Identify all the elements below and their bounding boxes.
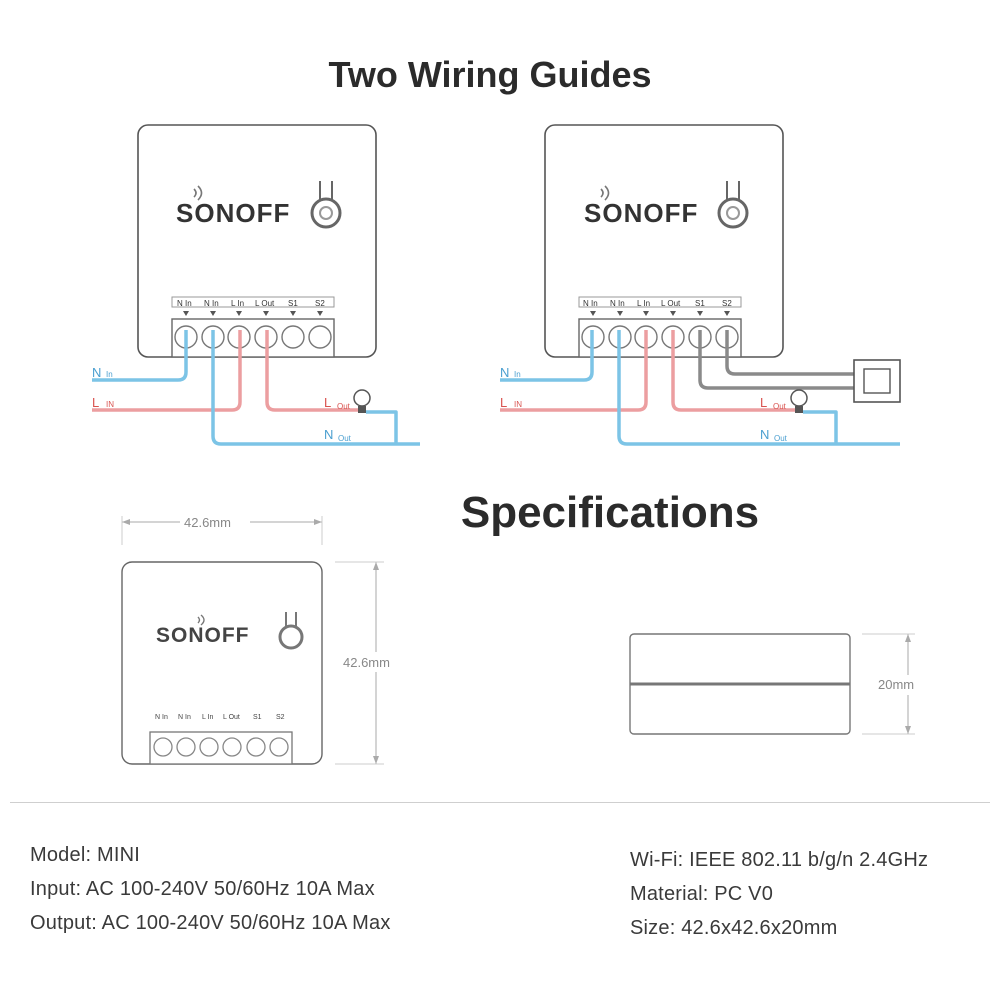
svg-text:N In: N In bbox=[155, 714, 168, 721]
spec-material: Material: PC V0 bbox=[630, 883, 774, 905]
wires-left bbox=[92, 330, 420, 446]
specs-right: Wi-Fi: IEEE 802.11 b/g/n 2.4GHz Material… bbox=[630, 843, 928, 945]
bulb-icon bbox=[790, 389, 808, 413]
svg-text:N: N bbox=[324, 427, 333, 442]
svg-text:IN: IN bbox=[106, 400, 114, 409]
svg-text:L: L bbox=[324, 395, 331, 410]
svg-text:42.6mm: 42.6mm bbox=[343, 655, 390, 670]
svg-text:Out: Out bbox=[774, 434, 788, 443]
wiring-guides-title: Two Wiring Guides bbox=[328, 54, 652, 95]
svg-text:N In: N In bbox=[178, 714, 191, 721]
terminal-labels-right: N In N In L In L Out S1 S2 bbox=[583, 299, 732, 308]
svg-text:N: N bbox=[760, 427, 769, 442]
wire-labels-left: N In L IN L Out N Out bbox=[92, 365, 352, 443]
device-left bbox=[136, 123, 378, 359]
svg-text:L Out: L Out bbox=[661, 299, 681, 308]
brand-logo-right: SONOFF bbox=[584, 198, 698, 228]
brand-logo-spec: SONOFF bbox=[156, 624, 250, 647]
svg-text:N: N bbox=[500, 365, 509, 380]
terminal-labels-spec: N In N In L In L Out S1 S2 bbox=[155, 714, 285, 721]
svg-text:L: L bbox=[500, 395, 507, 410]
spec-output: Output: AC 100-240V 50/60Hz 10A Max bbox=[30, 912, 391, 934]
svg-text:L: L bbox=[92, 395, 99, 410]
svg-text:L: L bbox=[760, 395, 767, 410]
svg-text:L In: L In bbox=[202, 714, 214, 721]
svg-text:S1: S1 bbox=[288, 299, 298, 308]
device-right bbox=[543, 123, 785, 359]
specifications-title: Specifications bbox=[460, 488, 760, 537]
dimension-width: 42.6mm bbox=[121, 512, 323, 545]
svg-text:L Out: L Out bbox=[255, 299, 275, 308]
wire-labels-right: N In L IN L Out N Out bbox=[500, 365, 788, 443]
bulb-icon bbox=[353, 389, 371, 413]
svg-text:In: In bbox=[514, 370, 521, 379]
svg-text:Out: Out bbox=[773, 402, 787, 411]
wall-switch-icon bbox=[853, 359, 901, 403]
svg-text:42.6mm: 42.6mm bbox=[184, 515, 231, 530]
spec-wifi: Wi-Fi: IEEE 802.11 b/g/n 2.4GHz bbox=[630, 849, 929, 871]
specs-left: Model: MINI Input: AC 100-240V 50/60Hz 1… bbox=[30, 838, 391, 940]
svg-text:S1: S1 bbox=[695, 299, 705, 308]
dimension-depth: 20mm bbox=[862, 633, 932, 735]
svg-text:S1: S1 bbox=[253, 714, 262, 721]
spec-model: Model: MINI bbox=[30, 844, 141, 866]
svg-text:N In: N In bbox=[204, 299, 219, 308]
svg-text:S2: S2 bbox=[722, 299, 732, 308]
svg-text:Out: Out bbox=[338, 434, 352, 443]
svg-text:N In: N In bbox=[610, 299, 625, 308]
svg-text:IN: IN bbox=[514, 400, 522, 409]
wires-right bbox=[500, 330, 900, 446]
svg-text:N In: N In bbox=[583, 299, 598, 308]
svg-text:S2: S2 bbox=[276, 714, 285, 721]
spec-size: Size: 42.6x42.6x20mm bbox=[630, 917, 838, 939]
divider bbox=[10, 802, 990, 803]
device-front-view bbox=[121, 561, 323, 765]
svg-text:N: N bbox=[92, 365, 101, 380]
spec-input: Input: AC 100-240V 50/60Hz 10A Max bbox=[30, 878, 375, 900]
terminal-labels-left: N In N In L In L Out S1 S2 bbox=[177, 299, 325, 308]
svg-text:L Out: L Out bbox=[223, 714, 240, 721]
dimension-height: 42.6mm bbox=[335, 561, 412, 765]
svg-text:L In: L In bbox=[231, 299, 244, 308]
svg-text:L In: L In bbox=[637, 299, 650, 308]
svg-text:S2: S2 bbox=[315, 299, 325, 308]
svg-text:20mm: 20mm bbox=[878, 677, 914, 692]
brand-logo-left: SONOFF bbox=[176, 198, 290, 228]
svg-text:N In: N In bbox=[177, 299, 192, 308]
svg-text:Out: Out bbox=[337, 402, 351, 411]
svg-text:In: In bbox=[106, 370, 113, 379]
device-side-view bbox=[629, 633, 851, 735]
